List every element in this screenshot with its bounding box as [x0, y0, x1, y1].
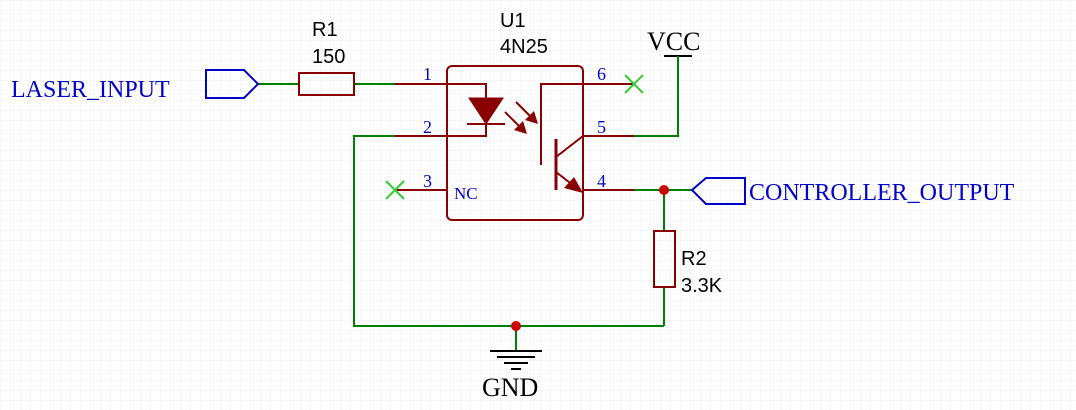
vcc-label: VCC: [647, 27, 700, 56]
r2-value: 3.3K: [681, 275, 723, 297]
no-connect-pin3: [385, 180, 405, 200]
pin-1-number: 1: [423, 64, 432, 84]
led-symbol: [447, 83, 538, 137]
led-triangle: [468, 97, 504, 125]
light-arrow-icon: [525, 111, 538, 124]
controller-output-label: CONTROLLER_OUTPUT: [749, 180, 1015, 206]
power-gnd: GND: [482, 350, 542, 402]
pin-2-number: 2: [423, 117, 432, 137]
laser-input-label: LASER_INPUT: [11, 77, 170, 103]
input-port-flag: [205, 69, 260, 99]
u1-ref: U1: [500, 10, 526, 32]
resistor-r2: R2 3.3K: [653, 230, 723, 297]
pin-6-number: 6: [597, 64, 606, 84]
r2-ref: R2: [681, 248, 707, 270]
resistor-r1: R1 150: [298, 19, 355, 96]
phototransistor-symbol: [540, 83, 584, 193]
no-connect-pin6: [624, 74, 644, 94]
light-arrow-icon: [514, 121, 527, 134]
net-port-controller-output: CONTROLLER_OUTPUT: [690, 177, 1015, 206]
wire-pin2-gnd: [353, 135, 664, 327]
optocoupler-u1: U1 4N25 1 2 3 6 5 4 NC: [395, 10, 634, 221]
emitter-arrow-icon: [564, 177, 583, 193]
wire-pin5-vcc: [634, 56, 679, 137]
r2-body: [653, 230, 676, 288]
junction-gnd: [511, 321, 521, 331]
output-port-flag: [690, 177, 746, 205]
r1-ref: R1: [312, 19, 338, 41]
gnd-label: GND: [482, 373, 538, 402]
junction-output: [659, 185, 669, 195]
u1-value: 4N25: [500, 36, 548, 58]
net-port-laser-input: LASER_INPUT: [11, 69, 260, 103]
r1-value: 150: [312, 46, 345, 68]
power-vcc: VCC: [647, 27, 700, 68]
pin-4-number: 4: [597, 171, 606, 191]
pin-5-number: 5: [597, 117, 606, 137]
pin-3-nc-label: NC: [454, 184, 478, 203]
u1-pin-lines: [395, 83, 634, 191]
u1-body: [446, 65, 584, 221]
pin-3-number: 3: [423, 171, 432, 191]
r1-body: [298, 72, 355, 96]
